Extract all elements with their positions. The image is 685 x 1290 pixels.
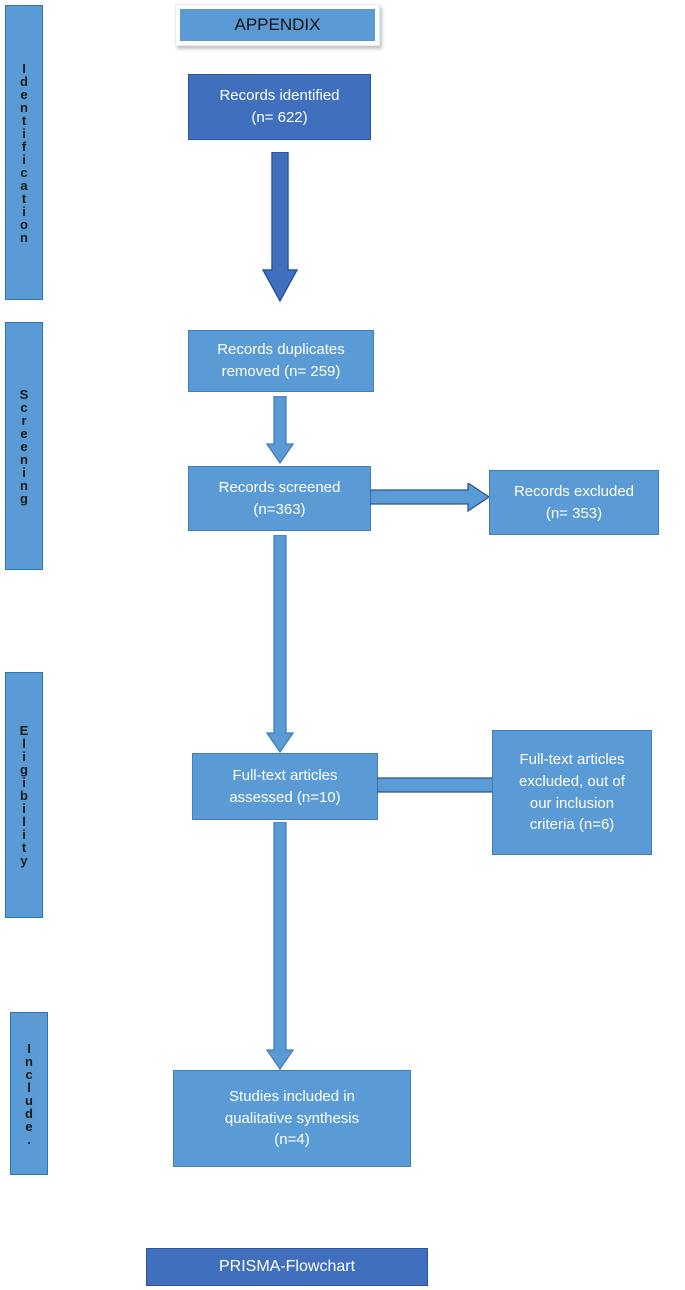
stage-letter: . bbox=[27, 1131, 31, 1147]
stage-letter: n bbox=[20, 477, 28, 493]
node-line: Full-text articles bbox=[519, 751, 625, 768]
stage-letter: b bbox=[20, 787, 28, 803]
appendix-title: APPENDIX bbox=[180, 9, 375, 41]
node-line: removed (n= 259) bbox=[221, 363, 341, 380]
figure-caption-text: PRISMA-Flowchart bbox=[218, 1258, 356, 1276]
arrow-down-identified-to-duplicates bbox=[262, 152, 298, 302]
arrow-down-duplicates-to-screened bbox=[266, 396, 294, 464]
arrow-down-screened-to-fulltext bbox=[266, 535, 294, 753]
stage-letter: r bbox=[21, 412, 27, 428]
appendix-header-frame: APPENDIX bbox=[175, 4, 380, 46]
stage-letter: i bbox=[22, 774, 26, 790]
stage-letter: f bbox=[21, 138, 27, 154]
stage-letter: l bbox=[27, 1079, 31, 1095]
stage-letter: i bbox=[22, 748, 26, 764]
stage-letter: t bbox=[21, 190, 27, 206]
node-line: Full-text articles bbox=[232, 766, 338, 784]
stage-letter: n bbox=[20, 99, 28, 115]
stage-letter: y bbox=[20, 852, 28, 868]
node-line: excluded, out of bbox=[519, 772, 625, 790]
stage-letter: a bbox=[20, 177, 28, 193]
node-line: (n=4) bbox=[274, 1131, 310, 1149]
stage-letter: g bbox=[20, 761, 28, 777]
node-line: criteria (n=6) bbox=[529, 816, 615, 834]
node-duplicates-removed: Records duplicates removed (n= 259) bbox=[188, 330, 374, 392]
node-fulltext-excluded: Full-text articles excluded, out of our … bbox=[492, 730, 652, 855]
node-fulltext-assessed: Full-text articles assessed (n=10) bbox=[192, 753, 378, 820]
stage-letter: t bbox=[21, 112, 27, 128]
stage-letter: E bbox=[19, 722, 29, 738]
stage-letter: i bbox=[22, 203, 26, 219]
node-line: Records screened bbox=[218, 478, 341, 496]
stage-letter: e bbox=[20, 425, 28, 441]
stage-label-screening: S c r e e n i n g bbox=[5, 322, 43, 570]
node-line: Records duplicates bbox=[217, 341, 345, 359]
node-studies-included: Studies included in qualitative synthesi… bbox=[173, 1070, 411, 1167]
stage-letter: I bbox=[22, 60, 26, 76]
stage-letter: d bbox=[20, 73, 28, 89]
node-line: our inclusion bbox=[529, 794, 615, 812]
node-line: qualitative synthesis bbox=[224, 1109, 360, 1127]
node-line: assessed (n=10) bbox=[229, 788, 341, 806]
node-line: (n=363) bbox=[253, 500, 306, 518]
stage-letter: S bbox=[19, 386, 29, 402]
stage-letter: g bbox=[20, 490, 28, 506]
node-records-identified: Records identified (n= 622) bbox=[188, 74, 371, 140]
stage-letter: l bbox=[22, 813, 26, 829]
node-line: Studies included in bbox=[229, 1087, 355, 1105]
stage-letter: l bbox=[22, 735, 26, 751]
stage-letter: I bbox=[27, 1040, 31, 1056]
stage-letter: i bbox=[22, 125, 26, 141]
stage-letter: d bbox=[25, 1105, 33, 1121]
stage-letter: c bbox=[25, 1066, 33, 1082]
node-records-excluded: Records excluded (n= 353) bbox=[489, 470, 659, 535]
stage-letter: u bbox=[25, 1092, 33, 1108]
node-line: Records excluded bbox=[513, 482, 635, 500]
stage-letter: o bbox=[20, 216, 28, 232]
stage-label-eligibility: E l i g i b i l i t y bbox=[5, 672, 43, 918]
node-line: (n= 622) bbox=[251, 109, 308, 126]
stage-label-included: I n c l u d e . bbox=[10, 1012, 48, 1175]
stage-letter: c bbox=[20, 399, 28, 415]
arrow-right-screened-to-excluded bbox=[370, 483, 490, 513]
stage-letter: e bbox=[20, 438, 28, 454]
figure-caption: PRISMA-Flowchart bbox=[146, 1248, 428, 1286]
stage-letter: n bbox=[25, 1053, 33, 1069]
node-records-screened: Records screened (n=363) bbox=[188, 466, 371, 531]
stage-letter: i bbox=[22, 826, 26, 842]
stage-letter: e bbox=[20, 86, 28, 102]
stage-letter: i bbox=[22, 464, 26, 480]
stage-letter: t bbox=[21, 839, 27, 855]
stage-label-identification: I d e n t i f i c a t i o n bbox=[5, 5, 43, 300]
stage-letter: c bbox=[20, 164, 28, 180]
stage-letter: n bbox=[20, 451, 28, 467]
node-line: (n= 353) bbox=[545, 504, 603, 522]
stage-letter: e bbox=[25, 1118, 33, 1134]
stage-letter: n bbox=[20, 229, 28, 245]
stage-letter: i bbox=[22, 800, 26, 816]
node-line: Records identified bbox=[219, 87, 340, 105]
stage-letter: i bbox=[22, 151, 26, 167]
arrow-down-fulltext-to-included bbox=[266, 822, 294, 1070]
